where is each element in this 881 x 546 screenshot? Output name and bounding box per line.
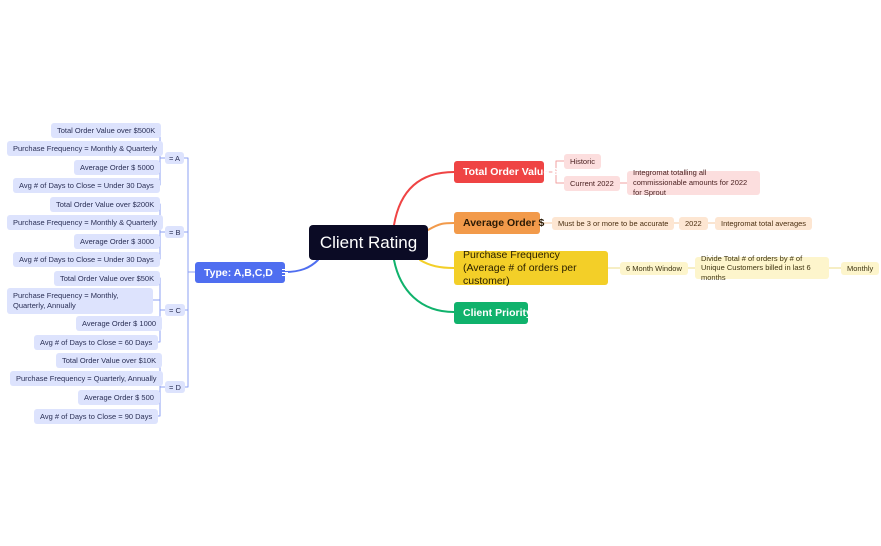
grade-d-item[interactable]: Total Order Value over $10K [56, 353, 163, 368]
monthly-node[interactable]: Monthly [841, 262, 880, 275]
integromat-totalling-node[interactable]: Integromat totalling all commissionable … [627, 168, 760, 197]
grade-d-item[interactable]: Avg # of Days to Close = 90 Days [34, 409, 159, 424]
notes-icon [281, 267, 288, 278]
historic-node[interactable]: Historic [564, 154, 602, 169]
grade-b-item[interactable]: Purchase Frequency = Monthly & Quarterly [7, 215, 164, 230]
grade-a[interactable]: = A [165, 152, 185, 164]
grade-b-item[interactable]: Avg # of Days to Close = Under 30 Days [13, 252, 160, 267]
grade-c[interactable]: = C [165, 304, 185, 316]
branch-average-order[interactable]: Average Order $ [454, 212, 544, 234]
grade-c-item[interactable]: Total Order Value over $50K [54, 271, 161, 286]
grade-c-item[interactable]: Purchase Frequency = Monthly, Quarterly,… [7, 288, 153, 314]
branch-purchase-frequency[interactable]: Purchase Frequency (Average # of orders … [454, 249, 608, 287]
grade-c-item[interactable]: Avg # of Days to Close = 60 Days [34, 335, 159, 350]
grade-d-item[interactable]: Purchase Frequency = Quarterly, Annually [10, 371, 163, 386]
grade-a-item[interactable]: Average Order $ 5000 [74, 160, 161, 175]
grade-a-item[interactable]: Avg # of Days to Close = Under 30 Days [13, 178, 160, 193]
grade-a-item[interactable]: Total Order Value over $500K [51, 123, 162, 138]
branch-type[interactable]: Type: A,B,C,D [195, 262, 288, 283]
root-node[interactable]: Client Rating [309, 225, 428, 260]
grade-b-item[interactable]: Total Order Value over $200K [50, 197, 161, 212]
grade-a-item[interactable]: Purchase Frequency = Monthly & Quarterly [7, 141, 164, 156]
grade-d[interactable]: = D [165, 381, 185, 393]
year-2022-node[interactable]: 2022 [679, 217, 708, 230]
type-label: Type: A,B,C,D [204, 266, 273, 279]
branch-client-priority[interactable]: Client Priority [454, 302, 532, 324]
current-2022-node[interactable]: Current 2022 [564, 176, 620, 191]
accuracy-note-node[interactable]: Must be 3 or more to be accurate [552, 217, 675, 230]
grade-c-item[interactable]: Average Order $ 1000 [76, 316, 163, 331]
divide-orders-node[interactable]: Divide Total # of orders by # of Unique … [695, 254, 829, 282]
integromat-averages-node[interactable]: Integromat total averages [715, 217, 813, 230]
grade-d-item[interactable]: Average Order $ 500 [78, 390, 160, 405]
six-month-window-node[interactable]: 6 Month Window [620, 262, 688, 275]
grade-b[interactable]: = B [165, 226, 185, 238]
branch-total-order-value[interactable]: Total Order Value $ [454, 161, 558, 183]
grade-b-item[interactable]: Average Order $ 3000 [74, 234, 161, 249]
